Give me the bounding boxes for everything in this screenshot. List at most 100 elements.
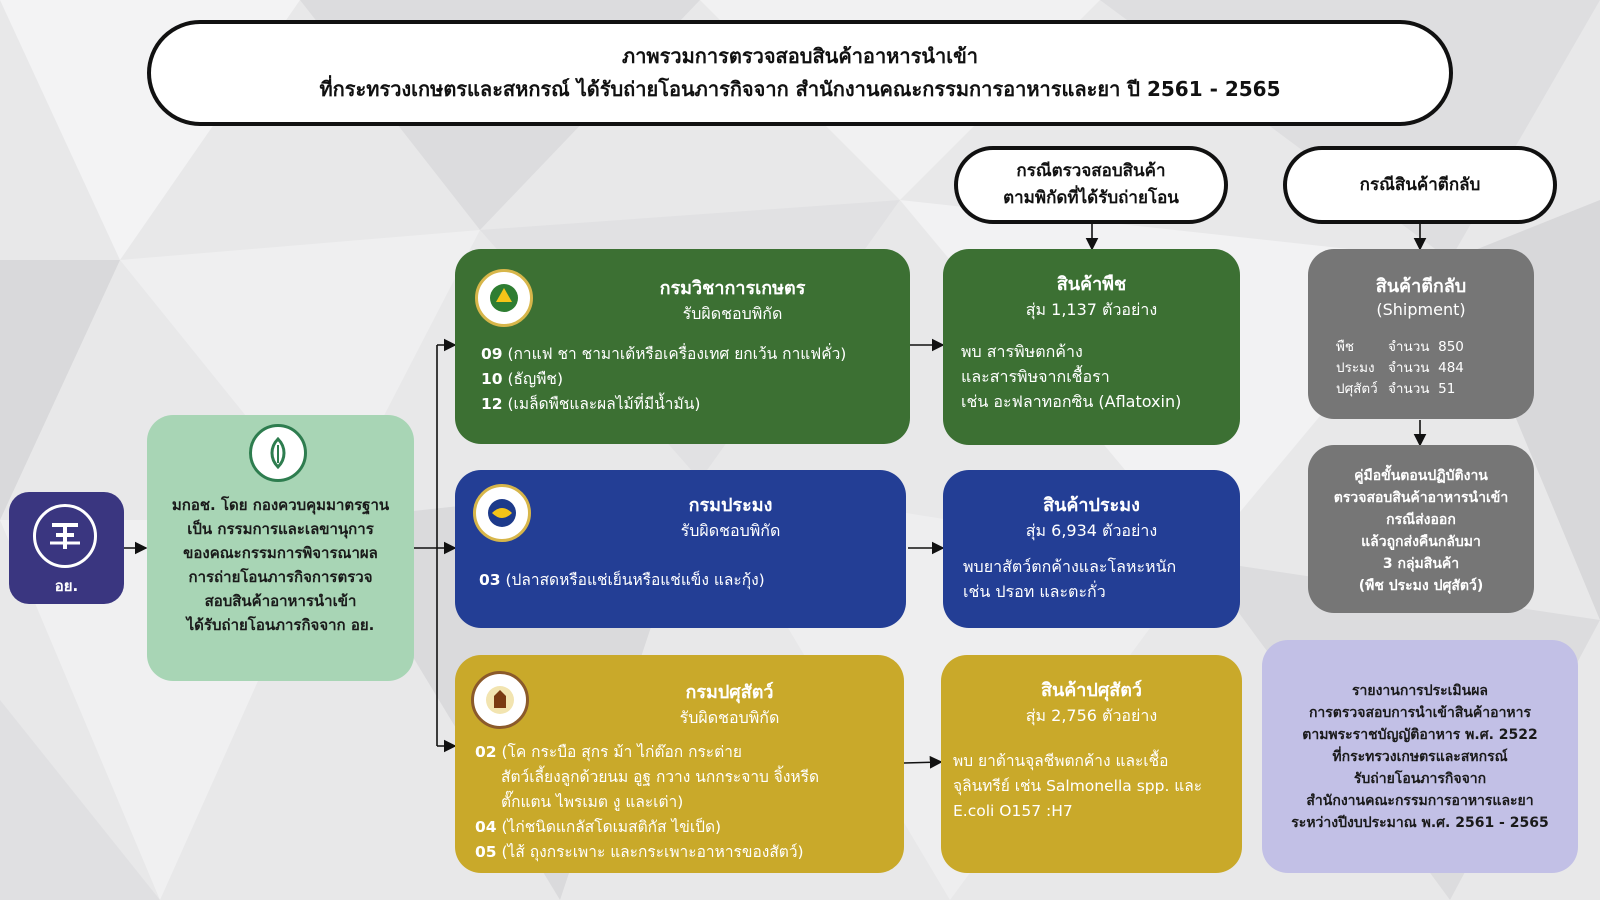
report-line: รายงานการประเมินผล: [1351, 683, 1488, 699]
report-box: รายงานการประเมินผล การตรวจสอบการนำเข้าสิ…: [1262, 640, 1578, 873]
tariff-text: (เมล็ดพืชและผลไม้ที่มีน้ำมัน): [502, 395, 701, 413]
dept-fisheries-box: กรมประมง รับผิดชอบพิกัด 03 (ปลาสดหรือแช่…: [455, 470, 906, 628]
rejected-title: สินค้าตีกลับ: [1375, 276, 1467, 297]
tariff-item: 10 (ธัญพืช): [481, 367, 846, 392]
fishery-product-box: สินค้าประมง สุ่ม 6,934 ตัวอย่าง พบยาสัตว…: [943, 470, 1240, 628]
fishery-finding: เช่น ปรอท และตะกั่ว: [963, 582, 1106, 601]
tariff-code: 02: [475, 743, 497, 761]
dept-livestock-box: กรมปศุสัตว์ รับผิดชอบพิกัด 02 (โค กระบือ…: [455, 655, 904, 873]
tariff-text: ตั๊กแตน ไพรเมต งู และเต่า): [501, 793, 684, 811]
tariff-item: 02 (โค กระบือ สุกร ม้า ไก่ต๊อก กระต่าย: [475, 740, 819, 765]
acfs-line: การถ่ายโอนภารกิจการตรวจ: [188, 568, 373, 586]
tariff-item: 03 (ปลาสดหรือแช่เย็นหรือแช่แข็ง และกุ้ง): [479, 568, 765, 593]
fda-logo-icon: [33, 504, 97, 568]
report-line: รับถ่ายโอนภารกิจจาก: [1353, 771, 1487, 787]
livestock-product-box: สินค้าปศุสัตว์ สุ่ม 2,756 ตัวอย่าง พบ ยา…: [941, 655, 1242, 873]
tariff-item: 04 (ไก่ชนิดแกลัสโดเมสติกัส ไข่เป็ด): [475, 815, 819, 840]
livestock-product-title: สินค้าปศุสัตว์: [1040, 680, 1143, 701]
livestock-finding: E.coli O157 :H7: [953, 802, 1073, 820]
rejected-shipment-box: สินค้าตีกลับ (Shipment) พืชจำนวน 850 ประ…: [1308, 249, 1534, 419]
dept-agriculture-name: กรมวิชาการเกษตร: [659, 278, 806, 299]
manual-line: (พืช ประมง ปศุสัตว์): [1358, 578, 1484, 594]
rejected-header-line: กรณีสินค้าตีกลับ: [1359, 174, 1481, 195]
rejected-row-label: ปศุสัตว์: [1336, 381, 1378, 397]
title-line-1: ภาพรวมการตรวจสอบสินค้าอาหารนำเข้า: [622, 44, 978, 68]
manual-line: คู่มือขั้นตอนปฏิบัติงาน: [1354, 468, 1488, 484]
dept-fisheries-name: กรมประมง: [688, 495, 773, 516]
dld-emblem-icon: [471, 671, 529, 729]
manual-line: กรณีส่งออก: [1386, 512, 1456, 528]
tariff-text: (ปลาสดหรือแช่เย็นหรือแช่แข็ง และกุ้ง): [500, 571, 765, 589]
fishery-product-title: สินค้าประมง: [1043, 495, 1140, 516]
fishery-sample-count: สุ่ม 6,934 ตัวอย่าง: [1025, 521, 1158, 540]
livestock-finding: พบ ยาต้านจุลชีพตกค้าง และเชื้อ: [953, 752, 1169, 770]
report-line: การตรวจสอบการนำเข้าสินค้าอาหาร: [1308, 705, 1532, 721]
inspection-case-header: กรณีตรวจสอบสินค้า ตามพิกัดที่ได้รับถ่ายโ…: [954, 146, 1228, 224]
tariff-item: 09 (กาแฟ ชา ชามาเต้หรือเครื่องเทศ ยกเว้น…: [481, 342, 846, 367]
plant-finding: พบ สารพิษตกค้าง: [961, 342, 1083, 361]
manual-box: คู่มือขั้นตอนปฏิบัติงาน ตรวจสอบสินค้าอาห…: [1308, 445, 1534, 613]
manual-line: 3 กลุ่มสินค้า: [1382, 556, 1460, 572]
title-banner: ภาพรวมการตรวจสอบสินค้าอาหารนำเข้า ที่กระ…: [147, 20, 1453, 126]
acfs-line: ได้รับถ่ายโอนภารกิจจาก อย.: [186, 616, 375, 634]
dof-emblem-icon: [473, 484, 531, 542]
manual-line: ตรวจสอบสินค้าอาหารนำเข้า: [1333, 490, 1509, 506]
report-line: ระหว่างปีงบประมาณ พ.ศ. 2561 - 2565: [1291, 815, 1549, 831]
doa-emblem-icon: [475, 269, 533, 327]
tariff-code: 09: [481, 345, 503, 363]
tariff-text: (กาแฟ ชา ชามาเต้หรือเครื่องเทศ ยกเว้น กา…: [502, 345, 847, 363]
tariff-item: 12 (เมล็ดพืชและผลไม้ที่มีน้ำมัน): [481, 392, 846, 417]
inspection-header-line: กรณีตรวจสอบสินค้า: [1016, 161, 1166, 181]
fda-box: อย.: [9, 492, 124, 604]
tariff-code: 04: [475, 818, 497, 836]
dept-fisheries-sub: รับผิดชอบพิกัด: [680, 521, 781, 540]
acfs-line: มกอช. โดย กองควบคุมมาตรฐาน: [171, 496, 390, 514]
tariff-text: สัตว์เลี้ยงลูกด้วยนม อูฐ กวาง นกกระจาบ จ…: [501, 768, 820, 786]
tariff-text: (ไส้ ถุงกระเพาะ และกระเพาะอาหารของสัตว์): [496, 843, 804, 861]
rejected-case-header: กรณีสินค้าตีกลับ: [1283, 146, 1557, 224]
dept-livestock-sub: รับผิดชอบพิกัด: [679, 708, 780, 727]
tariff-code: 03: [479, 571, 501, 589]
report-line: ที่กระทรวงเกษตรและสหกรณ์: [1332, 749, 1508, 765]
dept-livestock-name: กรมปศุสัตว์: [685, 682, 774, 703]
plant-finding: เช่น อะฟลาทอกซิน (Aflatoxin): [961, 392, 1182, 411]
acfs-emblem-icon: [249, 424, 307, 482]
report-line: สำนักงานคณะกรรมการอาหารและยา: [1306, 793, 1534, 809]
plant-sample-count: สุ่ม 1,137 ตัวอย่าง: [1025, 300, 1158, 319]
rejected-row: พืช จำนวน 850: [1336, 337, 1464, 358]
plant-product-box: สินค้าพืช สุ่ม 1,137 ตัวอย่าง พบ สารพิษต…: [943, 249, 1240, 445]
dept-agriculture-box: กรมวิชาการเกษตร รับผิดชอบพิกัด 09 (กาแฟ …: [455, 249, 910, 444]
rejected-row: ประมง จำนวน 484: [1336, 358, 1464, 379]
acfs-line: เป็น กรรมการและเลขานุการ: [187, 520, 374, 538]
livestock-sample-count: สุ่ม 2,756 ตัวอย่าง: [1025, 706, 1158, 725]
fda-label: อย.: [54, 577, 79, 595]
tariff-code: 12: [481, 395, 503, 413]
title-line-2: ที่กระทรวงเกษตรและสหกรณ์ ได้รับถ่ายโอนภา…: [319, 77, 1281, 101]
rejected-row-count: 850: [1438, 339, 1464, 355]
rejected-row-label: ประมง: [1336, 360, 1375, 376]
report-line: ตามพระราชบัญญัติอาหาร พ.ศ. 2522: [1302, 727, 1538, 743]
inspection-header-line: ตามพิกัดที่ได้รับถ่ายโอน: [1003, 188, 1179, 208]
tariff-item: 05 (ไส้ ถุงกระเพาะ และกระเพาะอาหารของสัต…: [475, 840, 819, 865]
tariff-text: (ไก่ชนิดแกลัสโดเมสติกัส ไข่เป็ด): [496, 818, 722, 836]
rejected-row-label: พืช: [1336, 339, 1355, 355]
manual-line: แล้วถูกส่งคืนกลับมา: [1361, 534, 1481, 550]
rejected-row-count: 484: [1438, 360, 1464, 376]
acfs-box: มกอช. โดย กองควบคุมมาตรฐาน เป็น กรรมการแ…: [147, 415, 414, 681]
plant-product-title: สินค้าพืช: [1056, 274, 1127, 295]
acfs-line: ของคณะกรรมการพิจารณาผล: [183, 544, 378, 562]
rejected-row-count-label: จำนวน: [1388, 360, 1430, 376]
tariff-text: (ธัญพืช): [502, 370, 564, 388]
plant-finding: และสารพิษจากเชื้อรา: [961, 367, 1110, 386]
tariff-code: 05: [475, 843, 497, 861]
tariff-code: 10: [481, 370, 503, 388]
livestock-finding: จุลินทรีย์ เช่น Salmonella spp. และ: [953, 777, 1203, 795]
fishery-finding: พบยาสัตว์ตกค้างและโลหะหนัก: [963, 557, 1177, 576]
acfs-line: สอบสินค้าอาหารนำเข้า: [204, 592, 357, 610]
tariff-text: (โค กระบือ สุกร ม้า ไก่ต๊อก กระต่าย: [496, 743, 742, 761]
rejected-row: ปศุสัตว์จำนวน 51: [1336, 379, 1464, 400]
dept-agriculture-sub: รับผิดชอบพิกัด: [682, 304, 783, 323]
rejected-row-count-label: จำนวน: [1388, 339, 1430, 355]
rejected-row-count-label: จำนวน: [1388, 381, 1430, 397]
rejected-sub: (Shipment): [1376, 300, 1466, 319]
